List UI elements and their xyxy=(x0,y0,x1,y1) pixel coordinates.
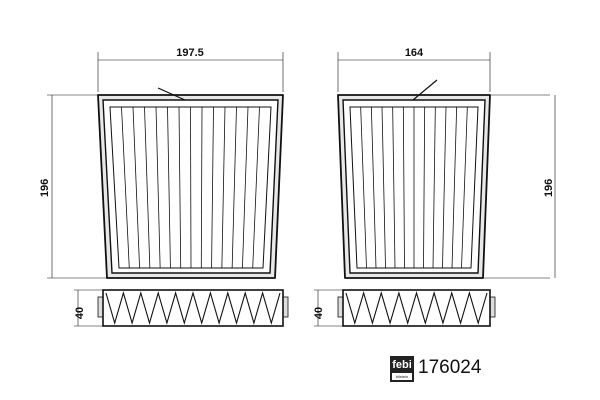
front-view-right xyxy=(337,52,556,279)
pleat-line xyxy=(381,106,386,269)
pleat-line xyxy=(392,106,396,269)
leader-line xyxy=(157,87,186,101)
part-number: 176024 xyxy=(418,357,482,378)
pleat-line xyxy=(442,106,447,269)
height-dimension-right: 196 xyxy=(543,179,555,197)
pleat-line xyxy=(144,106,151,269)
pleat-line xyxy=(178,106,182,269)
pleat-line xyxy=(432,106,436,269)
pleat-line xyxy=(132,106,140,269)
pleat-line xyxy=(190,106,192,269)
pleat-line xyxy=(370,106,377,269)
pleat-line xyxy=(211,106,214,269)
pleat-line xyxy=(451,106,458,269)
pleat-line xyxy=(167,106,171,269)
pleat-line xyxy=(221,106,226,269)
pleat-zigzag xyxy=(345,291,488,325)
pleat-line xyxy=(402,106,405,269)
pleat-line xyxy=(200,106,203,269)
pleat-line xyxy=(231,106,237,269)
pleat-zigzag xyxy=(105,291,281,325)
side-view-right xyxy=(314,289,496,327)
side-frame xyxy=(342,289,491,327)
front-view-left xyxy=(47,52,284,279)
leader-line xyxy=(412,79,438,101)
depth-dimension-left: 40 xyxy=(74,307,86,319)
width-dimension-right: 164 xyxy=(405,47,424,59)
pleat-line xyxy=(242,106,249,269)
pleat-line xyxy=(121,106,130,269)
side-view-left xyxy=(74,289,289,327)
height-dimension-left: 196 xyxy=(39,179,51,197)
pleat-line xyxy=(252,106,260,269)
side-frame xyxy=(102,289,284,327)
pleat-line xyxy=(423,106,426,269)
pleat-line xyxy=(461,106,468,269)
pleat-line xyxy=(155,106,161,269)
width-dimension-left: 197.5 xyxy=(176,47,204,59)
depth-dimension-right: 40 xyxy=(313,307,325,319)
pleat-line xyxy=(360,106,367,269)
filter-media-border xyxy=(109,106,272,269)
